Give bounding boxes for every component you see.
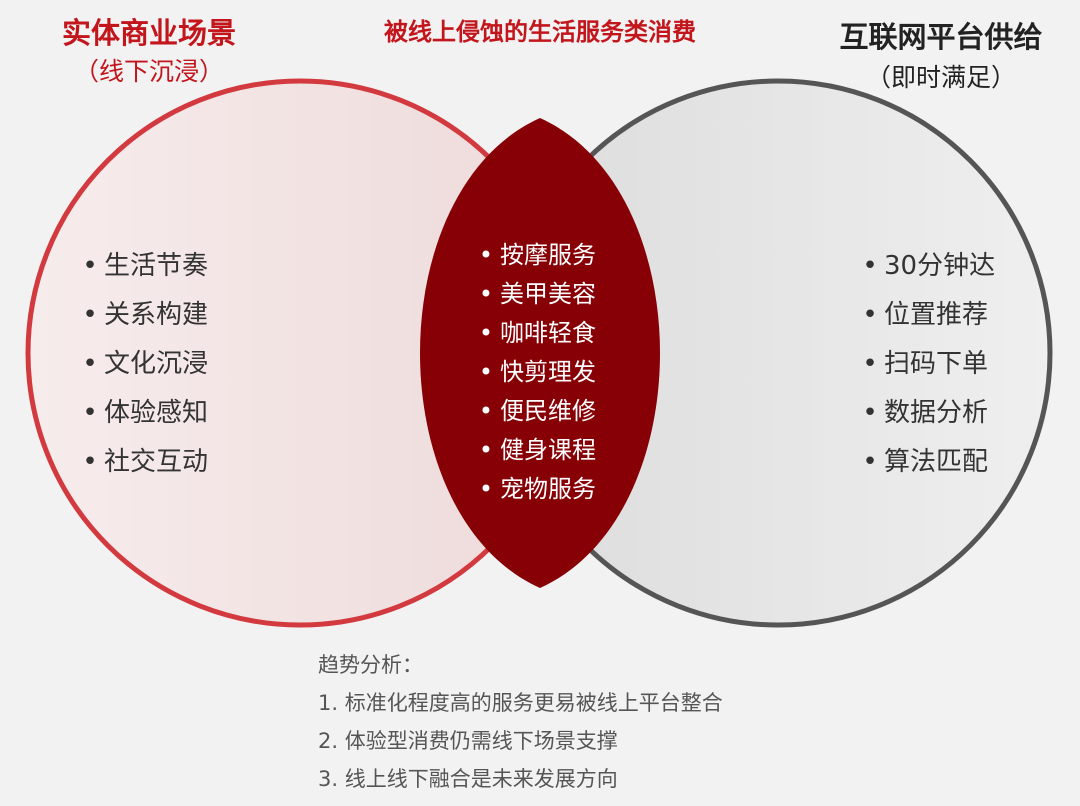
bullet-icon: • xyxy=(862,398,878,428)
overlap-item-list: •按摩服务 •美甲美容 •咖啡轻食 •快剪理发 •便民维修 •健身课程 •宠物服… xyxy=(478,236,596,509)
bullet-icon: • xyxy=(478,358,494,386)
bullet-icon: • xyxy=(82,398,98,428)
list-item: •关系构建 xyxy=(82,291,208,340)
trend-notes: 趋势分析： 1. 标准化程度高的服务更易被线上平台整合 2. 体验型消费仍需线下… xyxy=(318,646,838,798)
list-item: •文化沉浸 xyxy=(82,340,208,389)
list-item: •生活节奏 xyxy=(82,242,208,291)
bullet-icon: • xyxy=(82,251,98,281)
list-item: •30分钟达 xyxy=(862,242,995,291)
note-line: 2. 体验型消费仍需线下场景支撑 xyxy=(318,729,618,753)
bullet-icon: • xyxy=(478,397,494,425)
list-item: •社交互动 xyxy=(82,438,208,487)
list-item: •位置推荐 xyxy=(862,291,995,340)
list-item: •体验感知 xyxy=(82,389,208,438)
bullet-icon: • xyxy=(862,251,878,281)
bullet-icon: • xyxy=(478,436,494,464)
list-item: •美甲美容 xyxy=(478,275,596,314)
right-item-list: •30分钟达 •位置推荐 •扫码下单 •数据分析 •算法匹配 xyxy=(862,242,995,487)
note-line: 3. 线上线下融合是未来发展方向 xyxy=(318,767,618,791)
bullet-icon: • xyxy=(478,319,494,347)
left-subtitle: （线下沉浸） xyxy=(73,57,224,86)
bullet-icon: • xyxy=(82,447,98,477)
notes-heading: 趋势分析： xyxy=(318,653,423,677)
list-item: •算法匹配 xyxy=(862,438,995,487)
list-item: •按摩服务 xyxy=(478,236,596,275)
bullet-icon: • xyxy=(862,349,878,379)
bullet-icon: • xyxy=(478,241,494,269)
bullet-icon: • xyxy=(862,300,878,330)
right-subtitle: （即时满足） xyxy=(865,63,1016,92)
list-item: •宠物服务 xyxy=(478,470,596,509)
list-item: •便民维修 xyxy=(478,392,596,431)
bullet-icon: • xyxy=(478,475,494,503)
list-item: •健身课程 xyxy=(478,431,596,470)
overlap-title: 被线上侵蚀的生活服务类消费 xyxy=(384,18,696,46)
left-title: 实体商业场景 xyxy=(61,16,236,50)
bullet-icon: • xyxy=(862,447,878,477)
bullet-icon: • xyxy=(82,349,98,379)
overlap-region xyxy=(420,118,660,588)
left-item-list: •生活节奏 •关系构建 •文化沉浸 •体验感知 •社交互动 xyxy=(82,242,208,487)
list-item: •数据分析 xyxy=(862,389,995,438)
note-line: 1. 标准化程度高的服务更易被线上平台整合 xyxy=(318,691,723,715)
right-title: 互联网平台供给 xyxy=(839,20,1043,54)
bullet-icon: • xyxy=(478,280,494,308)
list-item: •快剪理发 xyxy=(478,353,596,392)
list-item: •咖啡轻食 xyxy=(478,314,596,353)
bullet-icon: • xyxy=(82,300,98,330)
list-item: •扫码下单 xyxy=(862,340,995,389)
